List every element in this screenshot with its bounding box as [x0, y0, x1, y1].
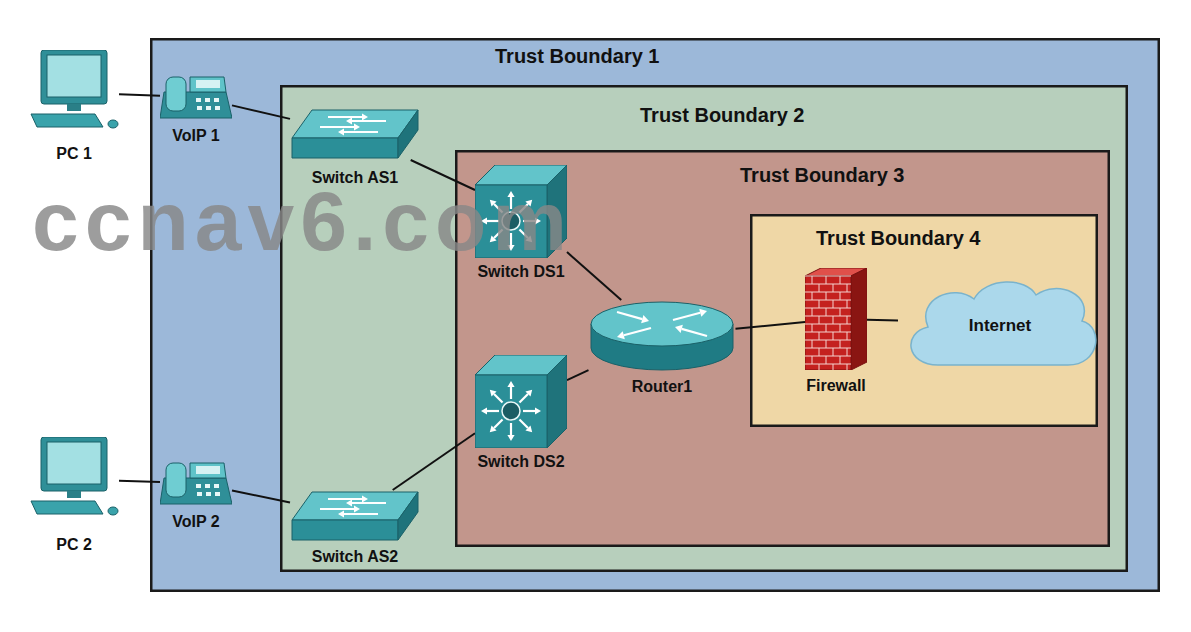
device-label: Switch AS2 [312, 547, 399, 566]
trust-boundary: Trust Boundary 1Trust Boundary 2Trust Bo… [150, 38, 1160, 592]
sw-symbol [290, 490, 420, 542]
boundary-fill [151, 39, 1159, 591]
boundary-title: Trust Boundary 1 [495, 44, 659, 68]
network-link [119, 94, 160, 96]
router-icon: Router1 [589, 300, 736, 396]
network-link [232, 105, 290, 118]
access-switch: Switch AS1 [290, 108, 420, 187]
network-link [393, 433, 475, 490]
device-label: Switch DS2 [477, 452, 564, 471]
boundary-title: Trust Boundary 2 [640, 103, 804, 127]
device-label: Firewall [806, 376, 866, 395]
device-label: Router1 [632, 377, 692, 396]
device-label: PC 1 [56, 144, 92, 163]
network-link [567, 370, 589, 380]
pc-icon: PC 2 [29, 437, 119, 554]
phone-symbol [160, 460, 232, 506]
boundary-fill [751, 215, 1097, 426]
phone-symbol [160, 74, 232, 120]
device-label: VoIP 2 [172, 512, 219, 531]
trust-boundary: Trust Boundary 4 Firewall Internet [750, 214, 1098, 427]
watermark: ccnav6.com [32, 179, 573, 263]
boundary-title: Trust Boundary 4 [816, 226, 980, 250]
device-label: Switch DS1 [477, 262, 564, 281]
boundary-title: Trust Boundary 3 [740, 163, 904, 187]
cloud-label: Internet [969, 316, 1031, 336]
firewall-icon: Firewall [804, 268, 868, 395]
network-link [232, 490, 290, 502]
internet-cloud: Internet [898, 273, 1102, 373]
network-link [867, 319, 898, 322]
pc-icon: PC 1 [29, 50, 119, 163]
device-label: VoIP 1 [172, 126, 219, 145]
device-label: PC 2 [56, 535, 92, 554]
multilayer-switch: Switch DS2 [475, 355, 567, 471]
trust-boundary: Trust Boundary 2 Trust Boundary 3 Trust Bo… [280, 85, 1128, 572]
router-symbol [589, 300, 736, 372]
voip-phone: VoIP 1 [160, 74, 232, 145]
pc-symbol [29, 50, 119, 135]
access-switch: Switch AS2 [290, 490, 420, 566]
voip-phone: VoIP 2 [160, 460, 232, 531]
fw-symbol [805, 268, 867, 370]
boundary-fill [281, 86, 1127, 571]
network-link [567, 252, 621, 300]
network-link [736, 322, 805, 329]
network-link [119, 481, 160, 482]
ds-symbol [475, 355, 567, 448]
pc-symbol [29, 437, 119, 522]
sw-symbol [290, 108, 420, 160]
